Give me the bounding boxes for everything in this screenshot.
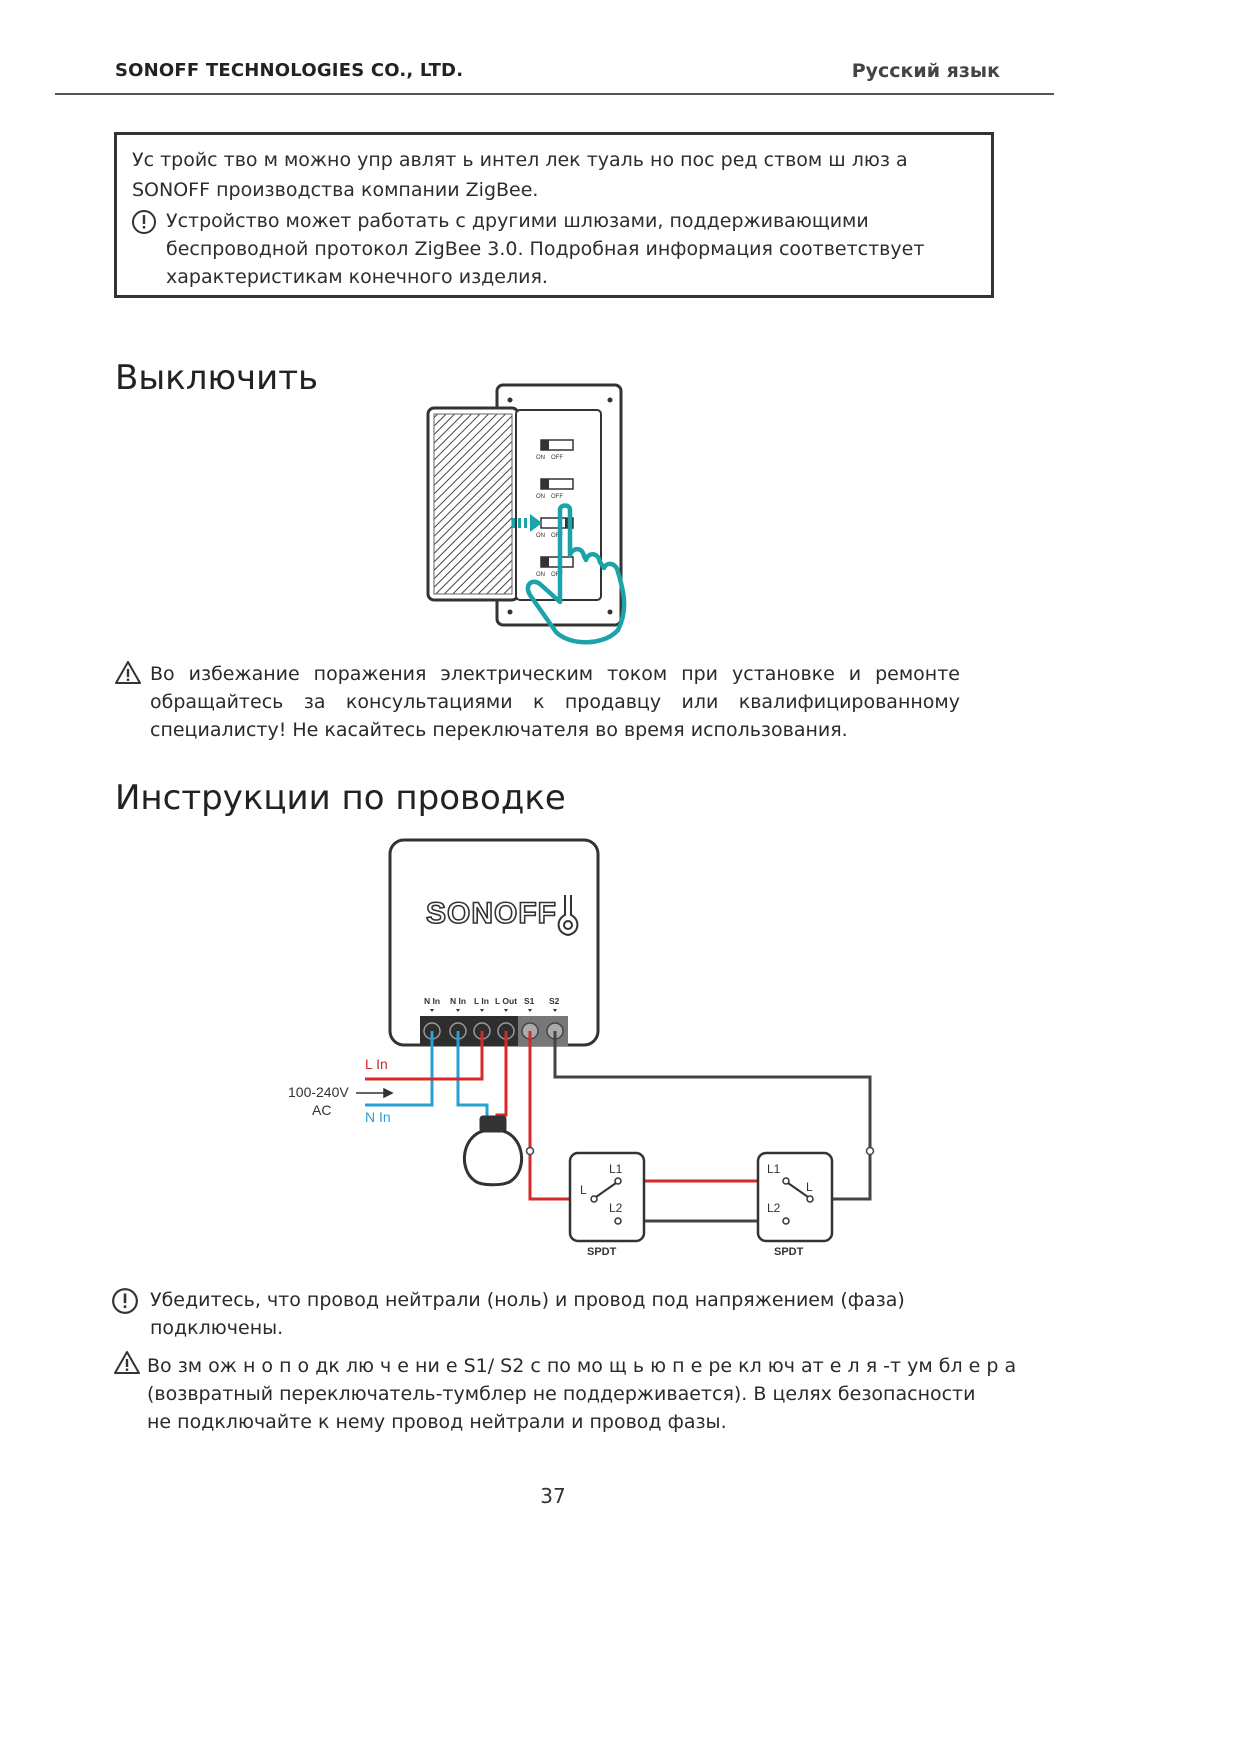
spdt-warning-rest: (возвратный переключатель-тумблер не под…	[147, 1383, 976, 1433]
arrow-icon	[512, 514, 542, 532]
section-title-wiring: Инструкции по проводке	[115, 778, 566, 818]
svg-text:SPDT: SPDT	[774, 1246, 804, 1258]
svg-text:SPDT: SPDT	[587, 1246, 617, 1258]
shock-warning-text: Во избежание поражения электрическим ток…	[150, 663, 960, 741]
mount-hook-icon	[557, 895, 579, 937]
terminal-label: S1	[524, 996, 535, 1006]
info-icon	[112, 1288, 138, 1314]
voltage-label: 100-240V	[288, 1084, 349, 1100]
page-number: 37	[540, 1484, 566, 1508]
switch-off-illustration: ON OFF ON OFF ON OFF ON OFF	[426, 383, 627, 645]
breaker-toggle: ON OFF	[536, 478, 574, 500]
svg-text:ON: ON	[536, 533, 545, 539]
neutral-live-note: Убедитесь, что провод нейтрали (ноль) и …	[150, 1289, 905, 1339]
notice-box: Ус тройс тво м можно упр авлят ь интел л…	[114, 132, 994, 298]
notice-info-text: Устройство может работать с другими шлюз…	[166, 210, 925, 288]
bulb-icon	[462, 1115, 524, 1187]
svg-text:OFF: OFF	[551, 455, 563, 461]
wiring-diagram: SONOFF N In N In L In L Out S1 S2	[288, 838, 875, 1258]
breaker-toggle: ON OFF	[536, 556, 574, 578]
l-in-label: L In	[365, 1056, 388, 1072]
notice-line-2: SONOFF производства компании ZigBee.	[132, 179, 539, 201]
warning-icon	[114, 1351, 140, 1374]
svg-text:ON: ON	[536, 494, 545, 500]
svg-text:L1: L1	[767, 1162, 781, 1176]
spdt-switch-1: L1 L L2 SPDT	[568, 1151, 646, 1258]
svg-text:ON: ON	[536, 455, 545, 461]
svg-text:ON: ON	[536, 572, 545, 578]
svg-text:L2: L2	[767, 1201, 781, 1215]
header-divider	[55, 93, 1054, 95]
info-icon	[132, 210, 156, 234]
warning-icon	[115, 661, 141, 684]
language-label: Русский язык	[851, 60, 1000, 82]
svg-text:L: L	[806, 1180, 813, 1194]
notice-line-1: Ус тройс тво м можно упр авлят ь интел л…	[132, 149, 908, 171]
hand-icon	[525, 503, 627, 645]
svg-text:L2: L2	[609, 1201, 623, 1215]
svg-text:OFF: OFF	[551, 494, 563, 500]
terminal-label: N In	[424, 996, 440, 1006]
terminal-label: L Out	[495, 996, 517, 1006]
svg-text:L: L	[580, 1183, 587, 1197]
svg-text:OFF: OFF	[551, 572, 563, 578]
terminal-label: L In	[474, 996, 489, 1006]
spdt-warning-line-1: Во зм ож н о п о дк лю ч е ни е S1/ S2 с…	[147, 1355, 1017, 1377]
sonoff-logo: SONOFF	[426, 897, 557, 930]
breaker-toggle: ON OFF	[536, 439, 574, 461]
terminal-label: N In	[450, 996, 466, 1006]
company-name: SONOFF TECHNOLOGIES CO., LTD.	[115, 60, 464, 81]
svg-text:OFF: OFF	[551, 533, 563, 539]
n-in-label: N In	[365, 1109, 391, 1125]
terminal-label: S2	[549, 996, 560, 1006]
section-title-off: Выключить	[115, 358, 319, 398]
spdt-warning-text: Во зм ож н о п о дк лю ч е ни е S1/ S2 с…	[147, 1352, 1047, 1436]
svg-text:L1: L1	[609, 1162, 623, 1176]
arrow-icon	[356, 1087, 394, 1099]
ac-label: AC	[312, 1102, 331, 1118]
spdt-switch-2: L1 L L2 SPDT	[756, 1151, 834, 1258]
